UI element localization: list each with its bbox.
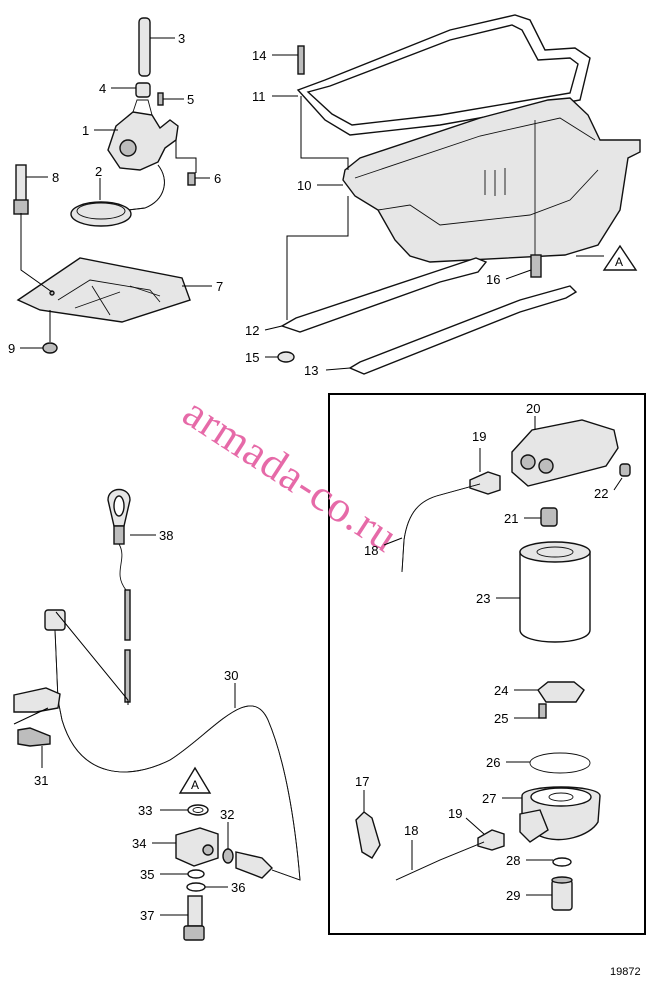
callout-6: 6	[214, 171, 221, 186]
callout-28: 28	[506, 853, 520, 868]
callout-35: 35	[140, 867, 154, 882]
oil-line-group	[13, 488, 301, 941]
callout-20: 20	[526, 401, 540, 416]
callout-30: 30	[224, 668, 238, 683]
callout-18-lower: 18	[404, 823, 418, 838]
callout-10: 10	[297, 178, 311, 193]
callout-18-upper: 18	[364, 543, 378, 558]
callout-22: 22	[594, 486, 608, 501]
callout-1: 1	[82, 123, 89, 138]
callout-36: 36	[231, 880, 245, 895]
callout-37: 37	[140, 908, 154, 923]
callout-8: 8	[52, 170, 59, 185]
callout-17: 17	[355, 774, 369, 789]
callout-19-lower: 19	[448, 806, 462, 821]
reference-mark-a-sump: A	[615, 255, 623, 269]
callout-16: 16	[486, 272, 500, 287]
callout-38: 38	[159, 528, 173, 543]
callout-25: 25	[494, 711, 508, 726]
callout-3: 3	[178, 31, 185, 46]
callout-7: 7	[216, 279, 223, 294]
oil-sump-group	[277, 14, 641, 375]
callout-23: 23	[476, 591, 490, 606]
callout-14: 14	[252, 48, 266, 63]
callouts: 3 4 5 1 2 6 8 7 9 14 11 10 12 15 13	[8, 31, 623, 923]
callout-34: 34	[132, 836, 146, 851]
figure-number: 19872	[610, 966, 641, 978]
callout-11: 11	[252, 89, 266, 104]
callout-13: 13	[304, 363, 318, 378]
filter-detail-frame	[328, 393, 646, 935]
oil-filter-group	[355, 419, 631, 911]
watermark: armada-co.ru	[175, 387, 407, 562]
callout-15: 15	[245, 350, 259, 365]
callout-32: 32	[220, 807, 234, 822]
callout-24: 24	[494, 683, 508, 698]
callout-9: 9	[8, 341, 15, 356]
callout-26: 26	[486, 755, 500, 770]
callout-4: 4	[99, 81, 106, 96]
callout-29: 29	[506, 888, 520, 903]
callout-5: 5	[187, 92, 194, 107]
callout-31: 31	[34, 773, 48, 788]
callout-19-upper: 19	[472, 429, 486, 444]
oil-pump-group	[13, 17, 196, 354]
callout-12: 12	[245, 323, 259, 338]
callout-27: 27	[482, 791, 496, 806]
callout-33: 33	[138, 803, 152, 818]
reference-mark-a-line: A	[191, 778, 199, 792]
callout-2: 2	[95, 164, 102, 179]
callout-21: 21	[504, 511, 518, 526]
